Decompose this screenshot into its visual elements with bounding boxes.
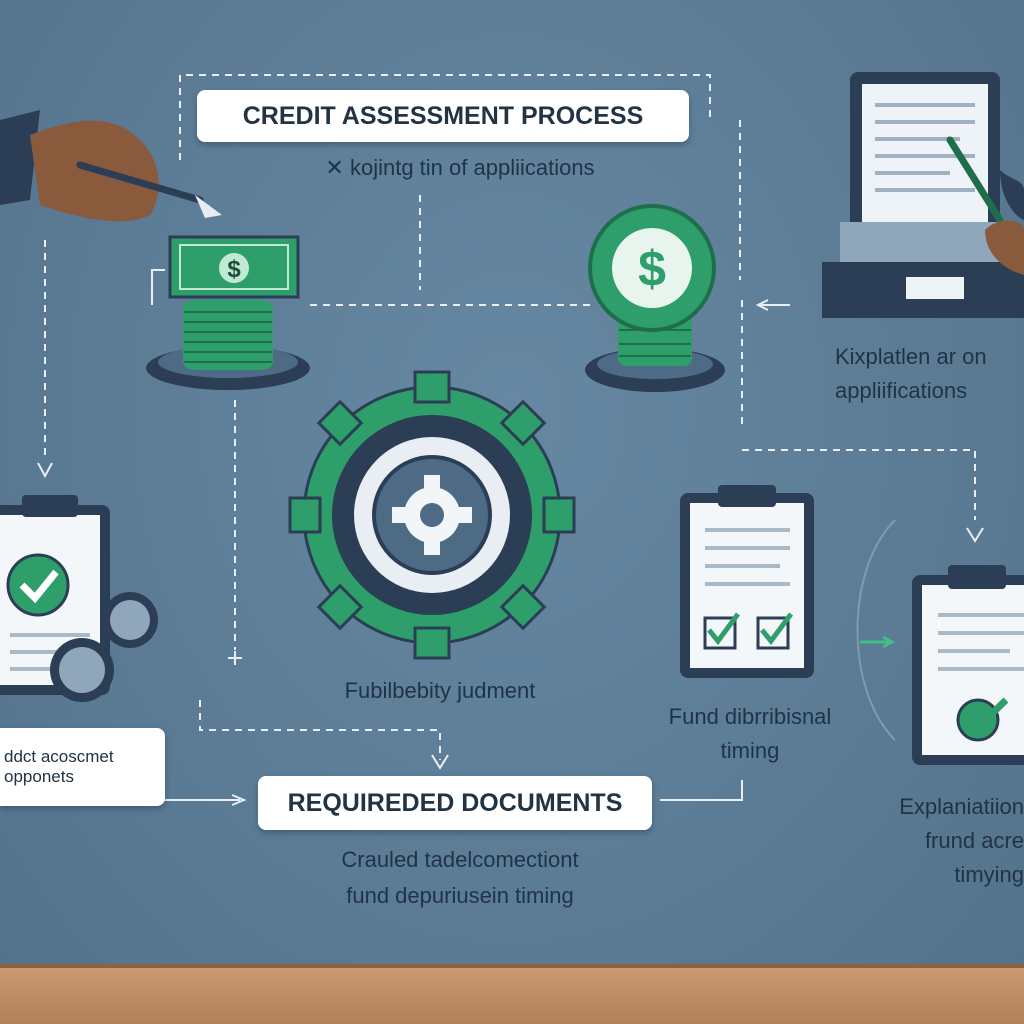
bottom-label: Crauled tadelcomectiont fund depuriusein…	[341, 847, 579, 908]
right-bottom-label: Explaniatiion frund acre timying	[899, 794, 1024, 887]
arrow-left-down	[37, 462, 53, 479]
arrow-right-down	[966, 527, 984, 543]
arrow-to-pill	[231, 794, 247, 806]
dollar-icon: $	[227, 256, 241, 283]
left-bottom-pill: ddct acoscmet opponets	[0, 728, 165, 806]
approval-clipboard-icon	[912, 565, 1024, 765]
svg-text:$: $	[638, 241, 666, 297]
hand-brush-icon	[0, 110, 222, 222]
center-label: Fubilbebity judment	[344, 678, 536, 703]
diagram-title: CREDIT ASSESSMENT PROCESS	[242, 101, 644, 130]
connector-pill-right	[660, 780, 743, 801]
subtitle: ✕ kojintg tin of appliications	[325, 155, 595, 180]
connector-right-clipboard	[742, 449, 976, 520]
gear-icon	[288, 370, 576, 660]
plus-mark	[228, 651, 242, 665]
arc-decoration	[856, 519, 896, 741]
connector-top	[179, 74, 711, 160]
title-pill: CREDIT ASSESSMENT PROCESS	[197, 90, 689, 142]
coin-icon: $	[585, 204, 725, 392]
clipboard-check-icon	[0, 495, 158, 702]
required-documents-pill: REQUIREDED DOCUMENTS	[258, 776, 652, 830]
connector-bills-left	[151, 269, 165, 305]
money-stack-icon: $	[146, 235, 310, 390]
arrow-laptop	[755, 299, 769, 311]
required-documents-label: REQUIREDED DOCUMENTS	[287, 788, 623, 817]
checklist-clipboard-icon	[680, 485, 814, 678]
arrow-center-down	[431, 754, 449, 770]
laptop-icon	[822, 72, 1024, 318]
right-mid-label: Fund dibrribisnal timing	[668, 704, 832, 763]
right-top-label: Kixplatlen ar on appliifications	[835, 344, 987, 403]
connector-center-bottom	[199, 700, 441, 760]
floor-strip	[0, 964, 1024, 1024]
